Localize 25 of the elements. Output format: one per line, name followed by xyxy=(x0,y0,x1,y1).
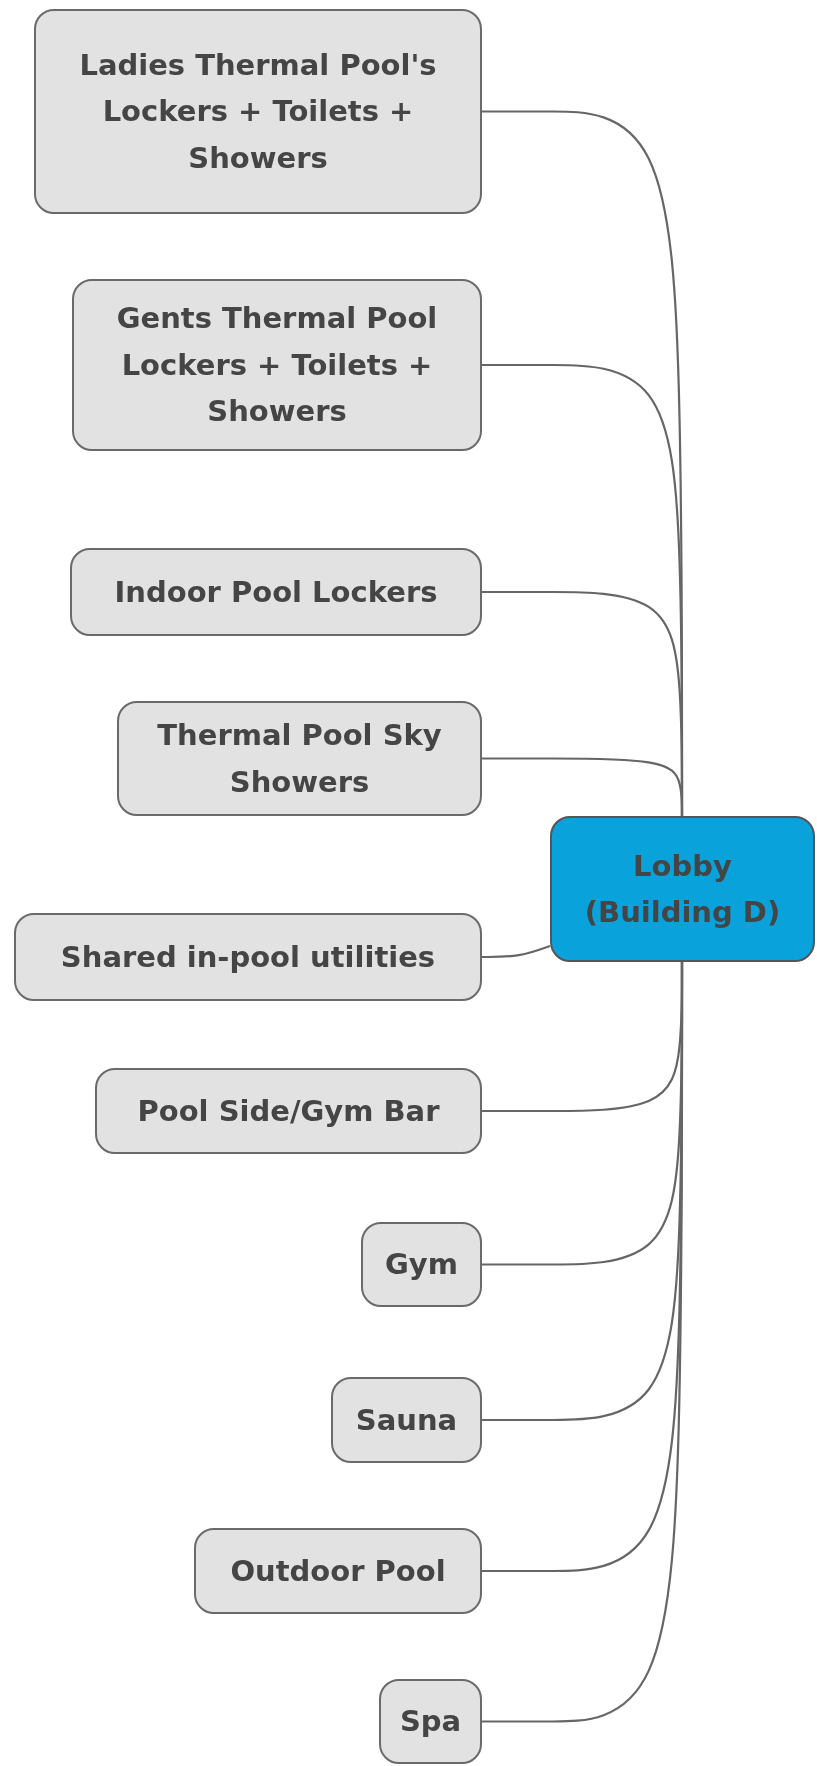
topic-label: Gym xyxy=(385,1246,458,1284)
topic-box xyxy=(361,1222,482,1307)
topic-box xyxy=(14,913,482,1001)
topic-label: Gents Thermal Pool Lockers + Toilets + Showers xyxy=(115,300,439,431)
topic-box xyxy=(72,279,482,451)
connector-line xyxy=(482,944,551,959)
topic-box xyxy=(194,1528,482,1614)
topic-label: Ladies Thermal Pool's Lockers + Toilets + Showers xyxy=(78,46,438,177)
topic-label: Thermal Pool Sky Showers xyxy=(156,717,443,801)
topic-label: Indoor Pool Lockers xyxy=(114,573,438,611)
topic-box xyxy=(331,1377,482,1463)
topic-box xyxy=(379,1679,482,1764)
topic-label: Shared in-pool utilities xyxy=(60,938,436,976)
topic-label: Spa xyxy=(399,1703,462,1741)
topic-label: Sauna xyxy=(355,1401,458,1439)
topic-box xyxy=(117,701,482,816)
topic-box xyxy=(34,9,482,214)
connector-line xyxy=(482,962,684,1723)
topic-label: Lobby (Building D) xyxy=(583,847,782,931)
topic-box xyxy=(70,548,482,636)
topic-label: Pool Side/Gym Bar xyxy=(137,1092,440,1130)
topic-box xyxy=(95,1068,482,1154)
central-topic-box xyxy=(550,816,815,962)
topic-label: Outdoor Pool xyxy=(230,1552,446,1590)
connector-line xyxy=(482,757,684,816)
